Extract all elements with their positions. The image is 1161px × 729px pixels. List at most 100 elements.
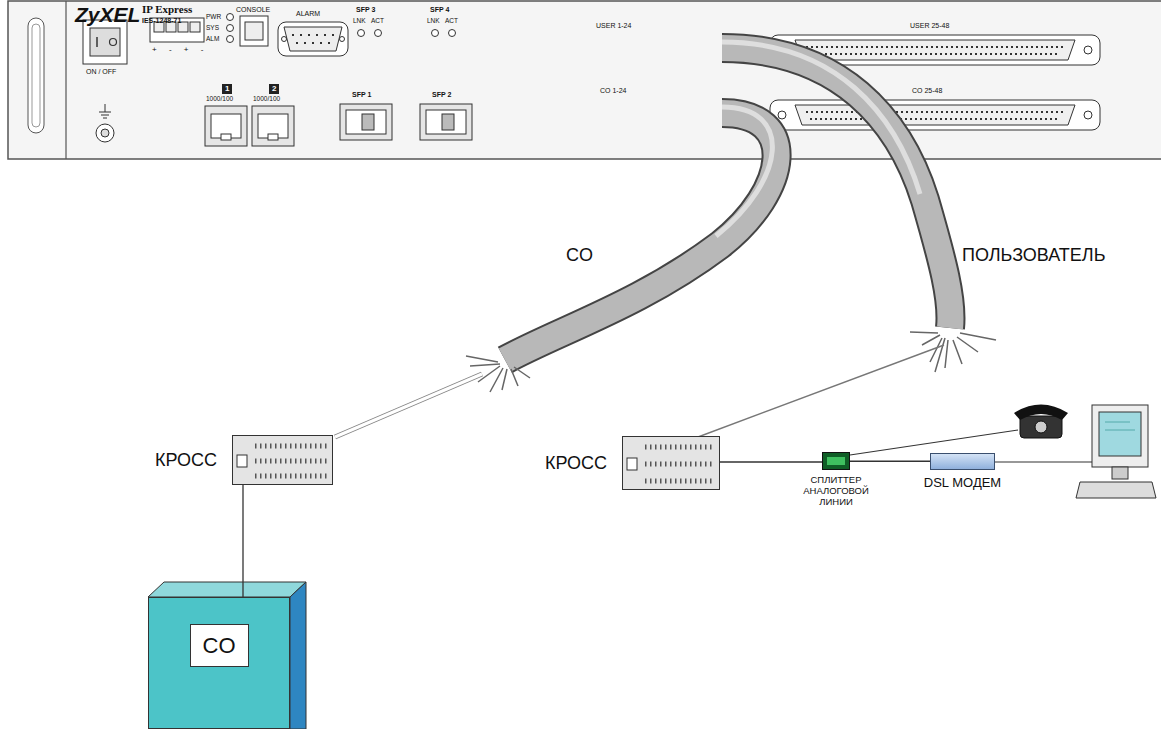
telephone bbox=[1020, 416, 1062, 438]
alarm-port bbox=[282, 37, 287, 42]
ground-terminal bbox=[105, 104, 106, 112]
ground-terminal bbox=[96, 104, 114, 142]
panel-label: IES-1248-71 bbox=[142, 17, 181, 24]
panel-label: ALM bbox=[206, 36, 219, 43]
status-leds bbox=[227, 14, 234, 21]
telephone bbox=[1014, 405, 1068, 421]
ethernet-ports bbox=[252, 106, 294, 146]
computer bbox=[1105, 430, 1135, 431]
telco-connectors bbox=[1084, 111, 1092, 119]
cross-label: КРОСС bbox=[545, 453, 607, 474]
panel-label: SYS bbox=[206, 25, 219, 32]
wire-co-to-cross bbox=[335, 374, 482, 437]
wire-co-to-cross bbox=[335, 374, 482, 437]
splitter-label: СПЛИТТЕР АНАЛОГОВОЙ ЛИНИИ bbox=[793, 475, 879, 508]
cross-panel-terminals bbox=[237, 455, 247, 467]
telco-connectors bbox=[795, 40, 1075, 60]
cable-co bbox=[505, 113, 777, 360]
central-office-cabinet: CO bbox=[148, 597, 290, 729]
power-switch bbox=[83, 20, 127, 64]
panel-label: ZyXEL bbox=[75, 4, 140, 25]
panel-label: ACT bbox=[371, 18, 384, 25]
computer bbox=[1076, 405, 1156, 498]
sfp-leds bbox=[449, 30, 456, 37]
panel-label: CO 25-48 bbox=[912, 87, 942, 94]
alarm-port bbox=[340, 37, 345, 42]
co-cabinet-sides bbox=[290, 582, 306, 729]
cross-panel-terminals bbox=[645, 445, 715, 450]
connector-line bbox=[850, 461, 930, 462]
panel-label: LNK bbox=[427, 18, 440, 25]
cross-panel-terminals bbox=[645, 479, 715, 484]
connector-line bbox=[720, 461, 822, 462]
telephone bbox=[1035, 421, 1047, 433]
cable-co bbox=[466, 356, 530, 392]
telco-connectors bbox=[810, 53, 1060, 55]
device-panel bbox=[65, 1, 66, 159]
sfp-leds bbox=[358, 30, 456, 37]
cross-panel-terminals bbox=[627, 458, 637, 470]
cross-connect-panel: КРОСС bbox=[232, 435, 333, 485]
status-leds bbox=[227, 14, 234, 43]
cross-panel-terminals bbox=[255, 474, 328, 479]
dsl-modem: DSL МОДЕМ bbox=[930, 453, 995, 470]
console-port bbox=[245, 22, 263, 40]
cable-label: CO bbox=[566, 246, 593, 264]
power-switch bbox=[110, 39, 117, 46]
panel-label: SFP 2 bbox=[432, 91, 451, 98]
panel-label: 2 bbox=[269, 84, 279, 94]
device-panel bbox=[28, 18, 44, 133]
panel-label: ACT bbox=[445, 18, 458, 25]
alarm-port bbox=[278, 22, 348, 56]
splitter-box: СПЛИТТЕР АНАЛОГОВОЙ ЛИНИИ bbox=[822, 452, 850, 470]
ethernet-ports bbox=[221, 134, 231, 140]
cross-label: КРОСС bbox=[155, 450, 217, 471]
sfp-cages bbox=[362, 114, 374, 130]
panel-label: CO 1-24 bbox=[600, 87, 626, 94]
console-port bbox=[240, 16, 268, 46]
telco-connectors bbox=[806, 111, 1064, 113]
alarm-port bbox=[284, 27, 342, 51]
computer bbox=[1112, 467, 1128, 479]
cable-label: ПОЛЬЗОВАТЕЛЬ bbox=[962, 246, 1105, 264]
telco-connectors bbox=[778, 111, 786, 119]
cross-panel-terminals bbox=[623, 437, 721, 491]
cross-panel-terminals bbox=[255, 444, 328, 449]
panel-label: USER 1-24 bbox=[596, 22, 631, 29]
panel-label: PWR bbox=[206, 14, 221, 21]
computer bbox=[1076, 482, 1156, 498]
status-leds bbox=[227, 25, 234, 32]
alarm-port bbox=[278, 22, 348, 56]
device-panel bbox=[8, 1, 1161, 159]
panel-label: CONSOLE bbox=[236, 6, 270, 13]
status-leds bbox=[227, 36, 234, 43]
power-switch bbox=[83, 20, 127, 64]
device-panel bbox=[32, 24, 40, 127]
line-splitter-to-phone bbox=[850, 430, 1018, 455]
panel-label: 1000/100 bbox=[206, 96, 233, 103]
sfp-cages bbox=[340, 104, 392, 140]
wire-user-to-cross bbox=[690, 345, 944, 440]
power-switch bbox=[90, 28, 120, 56]
telco-connectors bbox=[806, 46, 1064, 48]
line-modem-to-pc bbox=[995, 461, 1092, 462]
sfp-leds bbox=[432, 30, 439, 37]
alarm-port bbox=[292, 34, 334, 36]
panel-label: 1000/100 bbox=[253, 96, 280, 103]
panel-label: SFP 3 bbox=[356, 6, 375, 13]
panel-label: USER 25-48 bbox=[910, 22, 949, 29]
line-modem-to-pc bbox=[995, 462, 1092, 463]
ground-terminal bbox=[96, 124, 114, 142]
cable-user bbox=[910, 332, 996, 372]
cable-co bbox=[716, 107, 772, 236]
panel-label: ALARM bbox=[296, 10, 320, 17]
console-port bbox=[240, 16, 268, 46]
ethernet-ports bbox=[205, 106, 247, 146]
ground-terminal bbox=[101, 115, 109, 116]
cross-connect-panel: КРОСС bbox=[622, 436, 720, 490]
device-panel bbox=[8, 1, 1161, 159]
telco-connectors bbox=[810, 118, 1060, 120]
panel-label: IP Express bbox=[142, 4, 192, 15]
cross-panel-terminals bbox=[645, 462, 715, 467]
